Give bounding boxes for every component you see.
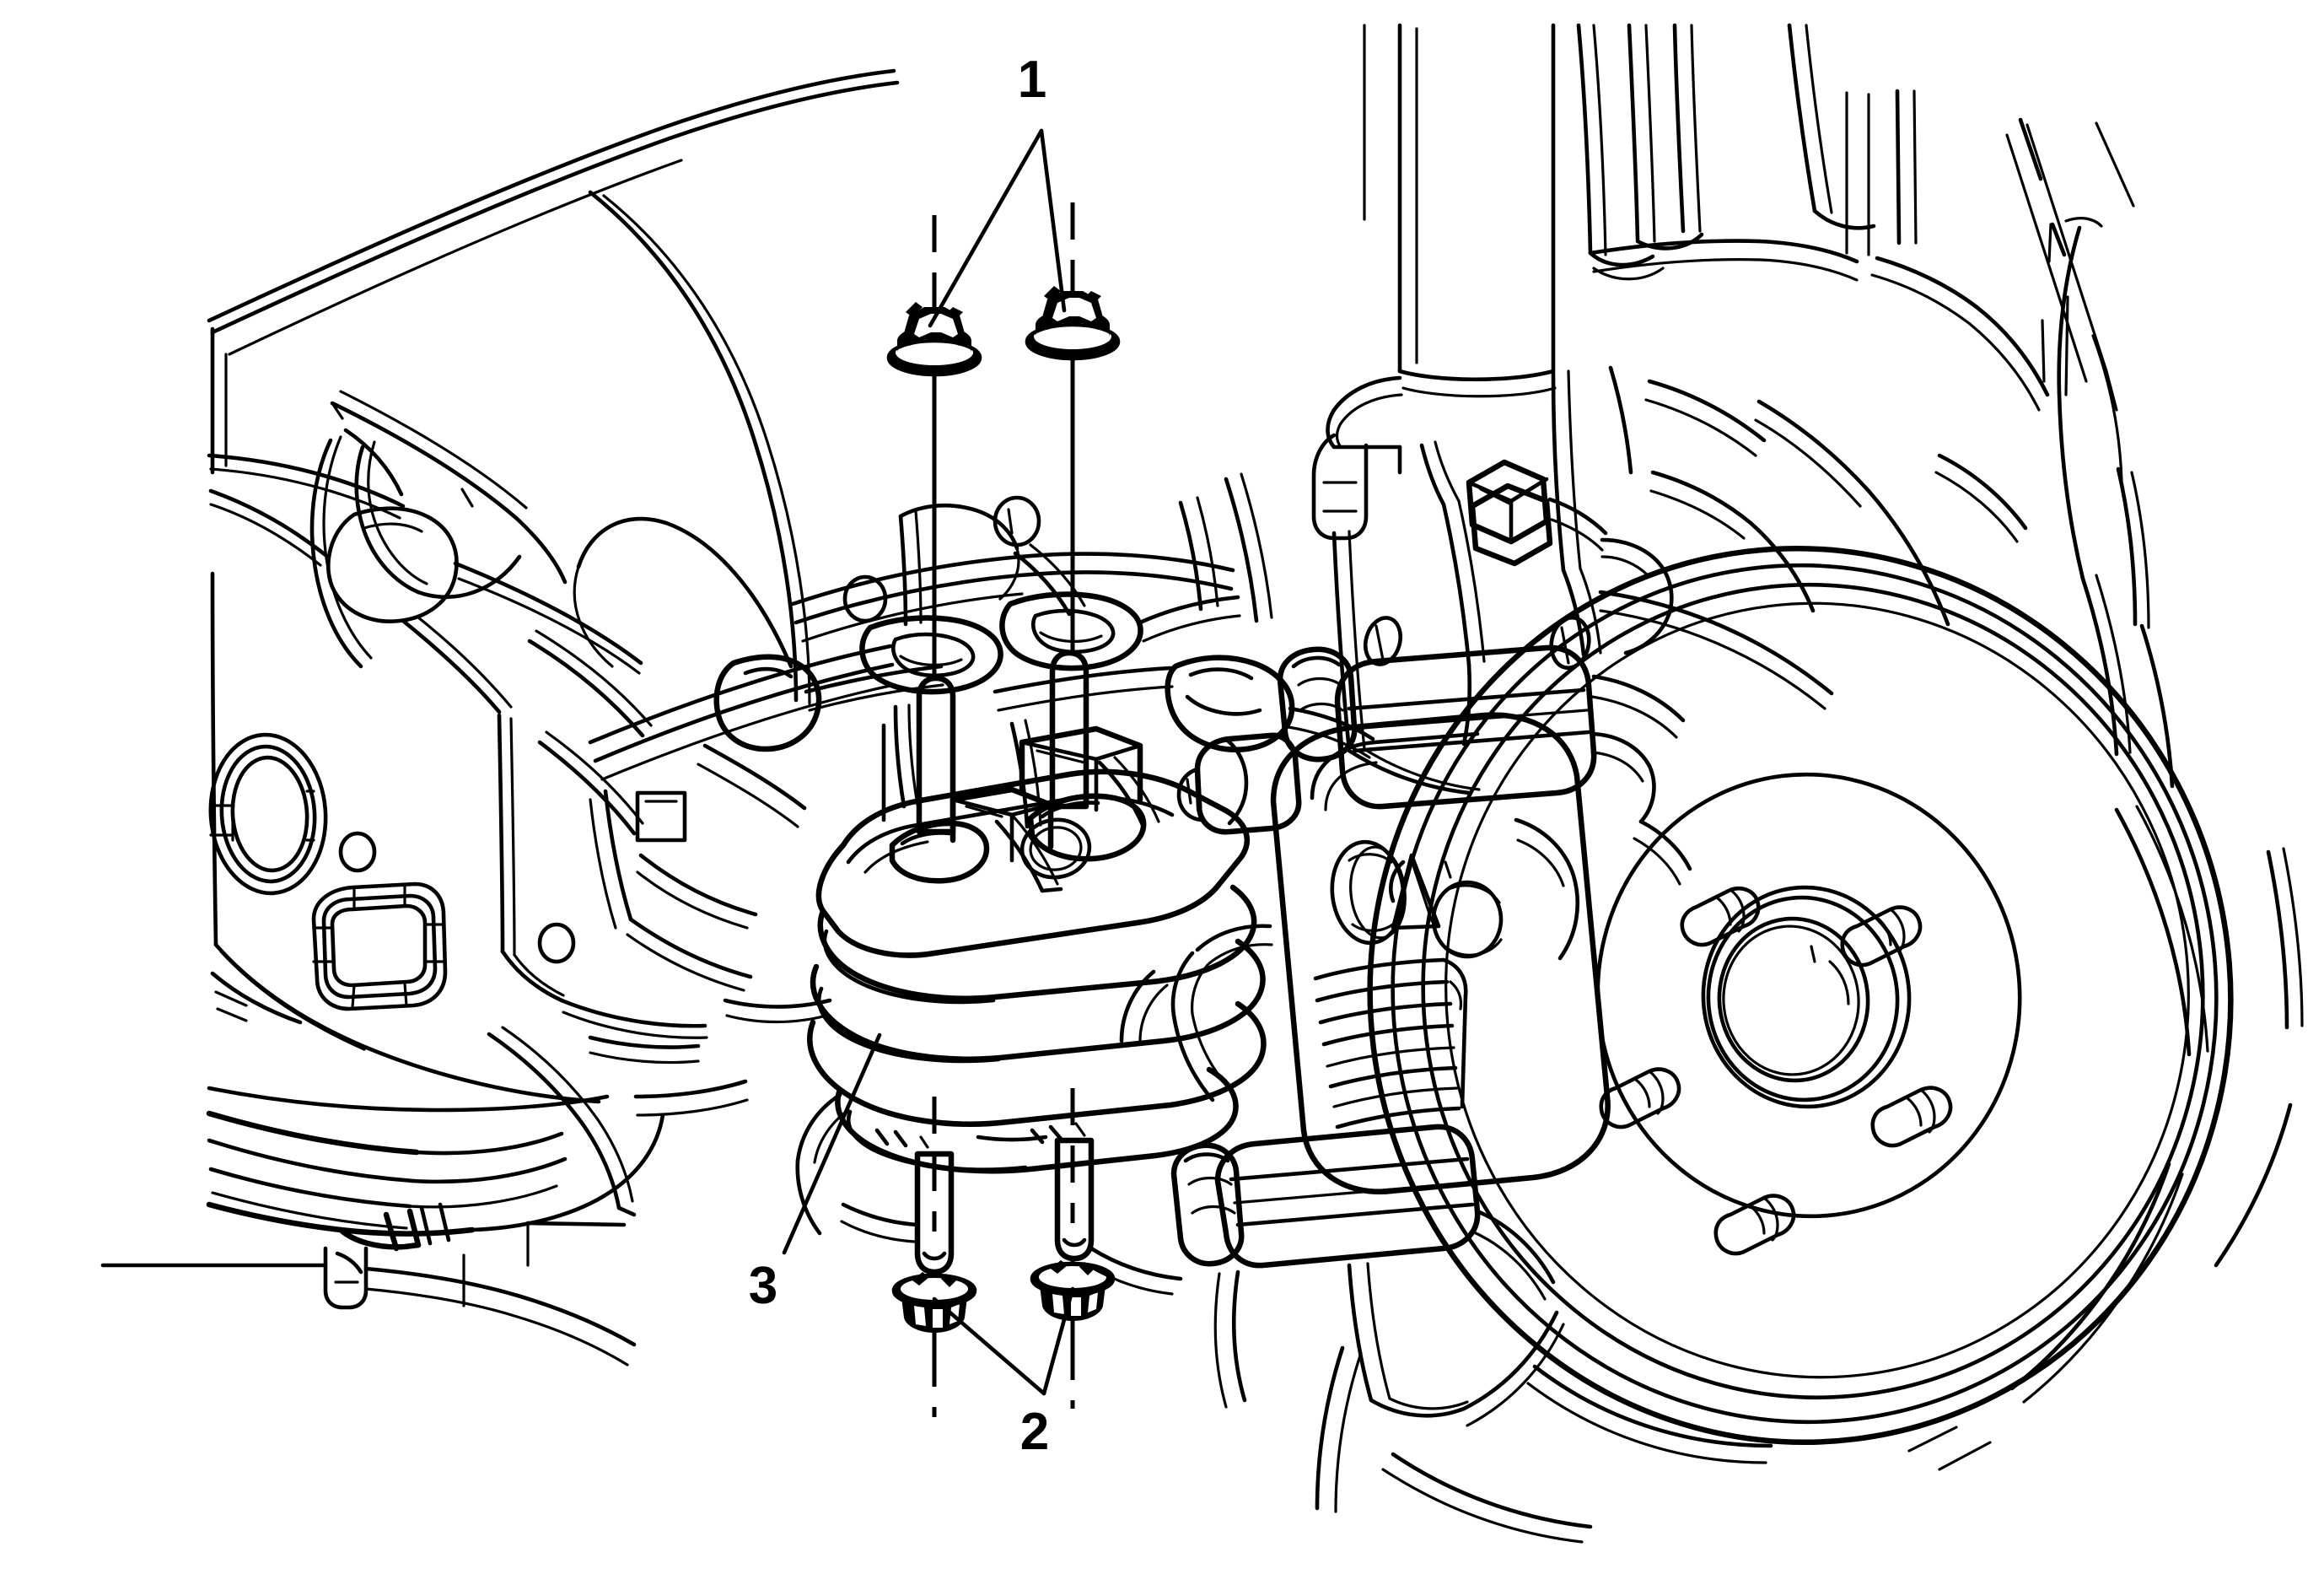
wheel-stud	[1713, 1194, 1796, 1256]
callout-3-leader	[782, 1032, 882, 1255]
callout-3: 3	[749, 1032, 882, 1315]
callout-1: 1	[928, 51, 1067, 328]
upper-flange-nut-right	[1025, 286, 1121, 361]
callout-2: 2	[932, 1286, 1075, 1461]
body-panel-group	[207, 68, 900, 1104]
lower-control-arm-group	[100, 1026, 749, 1366]
callout-3-label: 3	[749, 1257, 777, 1315]
upper-flange-nut-left	[886, 302, 982, 377]
wheel-stud	[1870, 1086, 1953, 1148]
wheel-stud	[1680, 886, 1761, 947]
callout-2-label: 2	[1020, 1403, 1049, 1461]
strut-assembly-group	[1311, 23, 1876, 573]
callout-1-leader-b	[1039, 128, 1067, 313]
callout-2-leader-a	[932, 1296, 1046, 1396]
centerlines-group	[932, 202, 1075, 1417]
brake-caliper-group	[1170, 482, 1692, 1427]
wheel-stud	[1599, 1067, 1681, 1129]
callout-1-leader-a	[928, 128, 1044, 328]
lower-flange-nut-left	[891, 1272, 977, 1333]
background-detail-lines	[626, 89, 2304, 1544]
callout-1-label: 1	[1018, 51, 1046, 109]
lower-flange-nut-right	[1030, 1260, 1116, 1321]
wheel-stud	[1840, 905, 1923, 968]
callout-2-leader-b	[1041, 1286, 1075, 1396]
